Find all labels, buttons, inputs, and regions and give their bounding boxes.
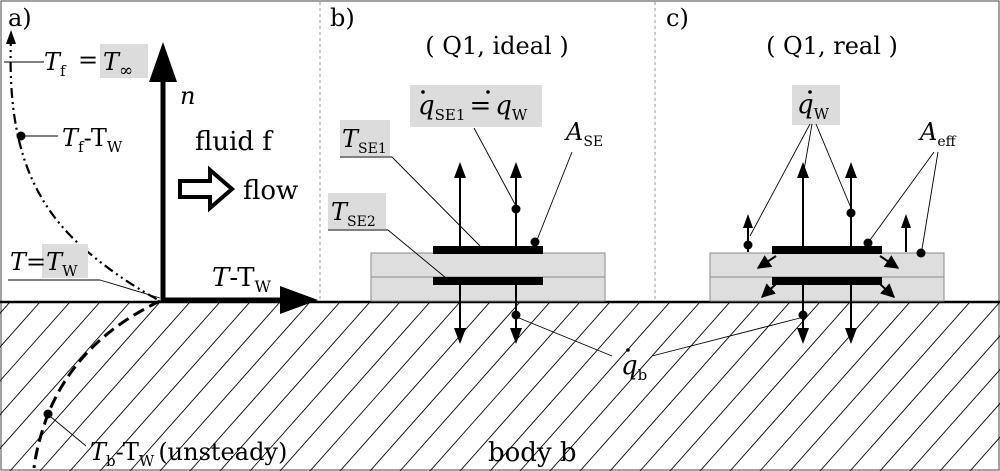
hatch-line — [639, 302, 791, 471]
body-label: body b — [488, 438, 577, 468]
hatch-line — [879, 335, 1000, 471]
hatch-line — [549, 302, 701, 471]
label-ase: ASE — [564, 118, 603, 150]
label-tinf: T∞ — [103, 48, 133, 81]
hatch-line — [969, 436, 1000, 471]
hatch-line — [249, 302, 401, 471]
label-aeff: Aeff — [918, 118, 957, 150]
hatch-line — [189, 302, 341, 471]
hatch-line — [0, 302, 71, 382]
hatch-line — [309, 302, 461, 471]
label-q-w-real: qW — [797, 90, 830, 123]
hatch-line — [669, 302, 821, 471]
hatch-line — [579, 302, 731, 471]
hatch-line — [939, 402, 1000, 471]
hatch-line — [729, 302, 881, 471]
hatch-line — [489, 302, 641, 471]
hatch-line — [129, 302, 281, 471]
body-hatching — [0, 302, 1000, 471]
hatch-line — [429, 302, 581, 471]
hatch-line — [369, 302, 521, 471]
label-tf: Tf — [44, 48, 67, 80]
fluid-label: fluid f — [195, 127, 274, 157]
hatch-line — [219, 302, 371, 471]
profile-point-body — [43, 409, 53, 419]
hatch-line — [609, 302, 761, 471]
body-temperature-profile — [32, 299, 161, 469]
flow-arrow-icon — [178, 165, 236, 213]
title-real: ( Q1, real ) — [766, 32, 898, 60]
label-tf-tw: Tf-TW — [62, 124, 123, 156]
t-axis-arrowhead-icon — [280, 286, 318, 314]
lateral-arrow-c1 — [756, 255, 777, 269]
sensor-element-2-ideal — [433, 277, 543, 285]
sensor-element-2-real — [772, 277, 882, 285]
fluid-temperature-profile — [9, 35, 161, 302]
hatch-line — [759, 302, 911, 471]
label-tf-eq: = — [78, 46, 98, 74]
hatch-line — [459, 302, 611, 471]
lateral-arrow-c3 — [760, 283, 777, 298]
hatch-line — [699, 302, 851, 471]
label-t-eq-tw: T=TW — [10, 248, 78, 280]
hatch-line — [9, 302, 161, 471]
label-tse1: TSE1 — [342, 125, 387, 157]
t-axis-label: T-TW — [212, 263, 272, 296]
hatch-line — [0, 302, 131, 450]
hatch-line — [909, 368, 1000, 471]
hatch-line — [39, 302, 191, 471]
label-tb-tw: Tb-TW(unsteady) — [90, 438, 287, 470]
hatch-line — [159, 302, 311, 471]
panel-label-c: c) — [666, 4, 689, 32]
hatch-line — [69, 302, 221, 471]
hatch-line — [0, 302, 101, 416]
lateral-arrow-c4 — [879, 283, 896, 298]
n-axis-arrowhead-icon — [149, 42, 177, 82]
hatch-line — [0, 302, 41, 348]
label-qb: qb — [621, 351, 647, 384]
title-ideal: ( Q1, ideal ) — [425, 32, 568, 60]
hatch-line — [819, 302, 971, 471]
label-q-se1: qSE1=qW — [418, 91, 528, 124]
profile-point-fluid — [16, 131, 26, 141]
n-axis-label: n — [180, 82, 195, 110]
hatch-line — [279, 302, 431, 471]
hatch-line — [849, 302, 1000, 471]
profile-arrowhead-icon — [6, 30, 16, 44]
hatch-line — [99, 302, 251, 471]
hatch-line — [519, 302, 671, 471]
hatch-line — [399, 302, 551, 471]
sensor-element-1-real — [772, 246, 882, 254]
sensor-element-1-ideal — [433, 246, 543, 254]
hatch-line — [339, 302, 491, 471]
flow-label: flow — [243, 176, 298, 206]
panel-label-a: a) — [8, 4, 32, 32]
hatch-line — [789, 302, 941, 471]
panel-label-b: b) — [330, 4, 355, 32]
label-tse2: TSE2 — [331, 198, 376, 230]
lateral-arrow-c2 — [879, 255, 900, 269]
